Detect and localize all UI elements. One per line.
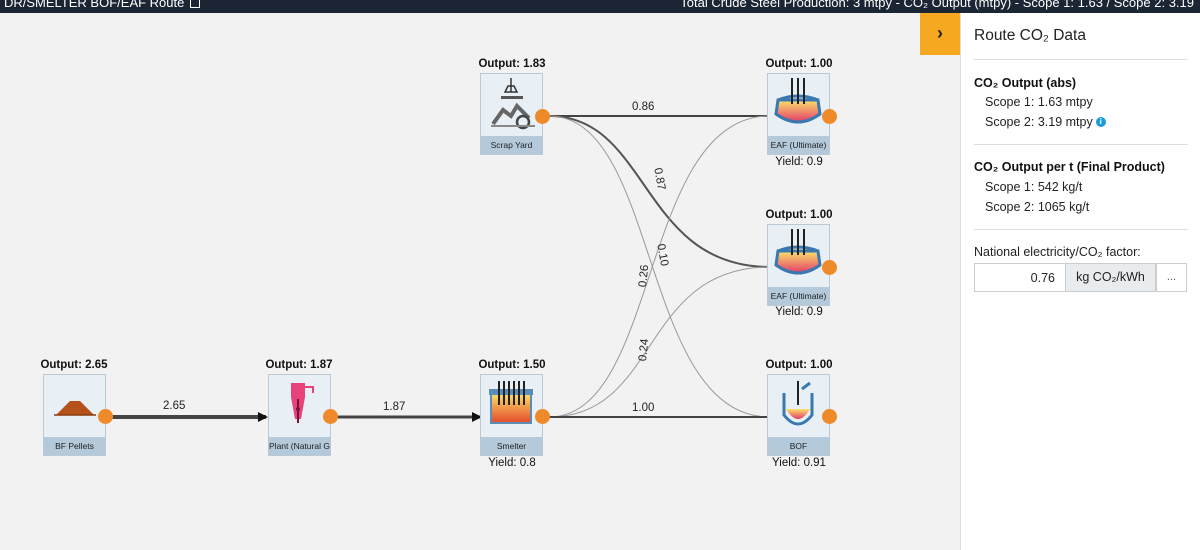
eaf2-output: Output: 1.00 [765, 209, 833, 221]
smelter-out-port[interactable] [535, 409, 550, 424]
node-eaf-1[interactable]: EAF (Ultimate) [767, 73, 830, 155]
route-title-text: DR/SMELTER BOF/EAF Route [4, 0, 185, 10]
flow-label-pellets-plant: 2.65 [163, 400, 186, 412]
flow-label-smelter-eaf2: 0.24 [637, 338, 652, 362]
bof-output: Output: 1.00 [765, 359, 833, 371]
node-plant[interactable]: Plant (Natural G [268, 374, 331, 456]
flow-label-smelter-bof: 1.00 [632, 402, 655, 414]
divider [974, 229, 1188, 230]
eaf-icon [768, 225, 829, 287]
dri-shaft-furnace-icon [269, 375, 330, 437]
abs-scope1: Scope 1: 1.63 mtpy [985, 95, 1093, 109]
flow-label-smelter-eaf1: 0.26 [637, 264, 652, 288]
flow-smelter-eaf1 [548, 115, 771, 418]
smelter-yield: Yield: 0.8 [488, 457, 536, 469]
bof-converter-icon [768, 375, 829, 437]
bf-pellets-output: Output: 2.65 [40, 359, 108, 371]
plant-label: Plant (Natural G [269, 437, 330, 455]
info-icon[interactable]: i [1095, 117, 1106, 127]
bf-pellets-label: BF Pellets [44, 437, 105, 455]
factor-options-button[interactable]: ... [1156, 263, 1187, 292]
external-link-icon[interactable] [190, 0, 201, 9]
eaf1-label: EAF (Ultimate) [768, 136, 829, 154]
flow-scrap-eaf2 [548, 115, 771, 268]
electricity-factor-input[interactable] [974, 263, 1065, 292]
smelter-furnace-icon [481, 375, 542, 437]
eaf1-yield: Yield: 0.9 [775, 156, 823, 168]
bf-pellets-out-port[interactable] [98, 409, 113, 424]
per-tonne-title: CO₂ Output per t (Final Product) [974, 160, 1165, 174]
pert-scope1: Scope 1: 542 kg/t [985, 180, 1083, 194]
scrap-yard-out-port[interactable] [535, 109, 550, 124]
pert-scope2: Scope 2: 1065 kg/t [985, 200, 1090, 214]
smelter-label: Smelter [481, 437, 542, 455]
electricity-factor-label: National electricity/CO₂ factor: [974, 245, 1141, 259]
smelter-output: Output: 1.50 [478, 359, 546, 371]
node-smelter[interactable]: Smelter [480, 374, 543, 456]
eaf1-output: Output: 1.00 [765, 58, 833, 70]
flow-canvas[interactable]: 2.65 1.87 0.86 0.87 0.10 0.26 0.24 1.00 … [0, 13, 960, 550]
co2-data-panel: Route CO₂ Data CO₂ Output (abs) Scope 1:… [960, 13, 1200, 550]
node-eaf-2[interactable]: EAF (Ultimate) [767, 224, 830, 306]
bof-label: BOF [768, 437, 829, 455]
divider [974, 59, 1188, 60]
plant-out-port[interactable] [323, 409, 338, 424]
bof-out-port[interactable] [822, 409, 837, 424]
scrap-yard-label: Scrap Yard [481, 136, 542, 154]
route-title[interactable]: DR/SMELTER BOF/EAF Route [4, 0, 201, 10]
node-scrap-yard[interactable]: Scrap Yard [480, 73, 543, 155]
flow-connections [112, 115, 771, 422]
node-bf-pellets[interactable]: BF Pellets [43, 374, 106, 456]
eaf2-out-port[interactable] [822, 260, 837, 275]
abs-scope2: Scope 2: 3.19 mtpy [985, 115, 1093, 129]
node-bof[interactable]: BOF [767, 374, 830, 456]
scrap-yard-output: Output: 1.83 [478, 58, 546, 70]
panel-title: Route CO₂ Data [974, 27, 1086, 44]
factor-unit: kg CO₂/kWh [1065, 263, 1156, 292]
eaf-icon [768, 74, 829, 136]
pellet-pile-icon [44, 375, 105, 437]
eaf1-out-port[interactable] [822, 109, 837, 124]
flow-label-plant-smelter: 1.87 [383, 401, 406, 413]
divider [974, 144, 1188, 145]
flow-smelter-eaf2 [548, 266, 771, 418]
eaf2-yield: Yield: 0.9 [775, 306, 823, 318]
chevron-right-icon: › [937, 23, 943, 43]
eaf2-label: EAF (Ultimate) [768, 287, 829, 305]
production-summary: Total Crude Steel Production: 3 mtpy - C… [680, 0, 1194, 10]
abs-output-title: CO₂ Output (abs) [974, 76, 1077, 90]
flow-label-scrap-eaf1: 0.86 [632, 101, 655, 113]
bof-yield: Yield: 0.91 [772, 457, 826, 469]
plant-output: Output: 1.87 [265, 359, 333, 371]
top-bar: DR/SMELTER BOF/EAF Route Total Crude Ste… [0, 0, 1200, 13]
collapse-panel-button[interactable]: › [920, 13, 960, 55]
scrap-crane-icon [481, 74, 542, 136]
